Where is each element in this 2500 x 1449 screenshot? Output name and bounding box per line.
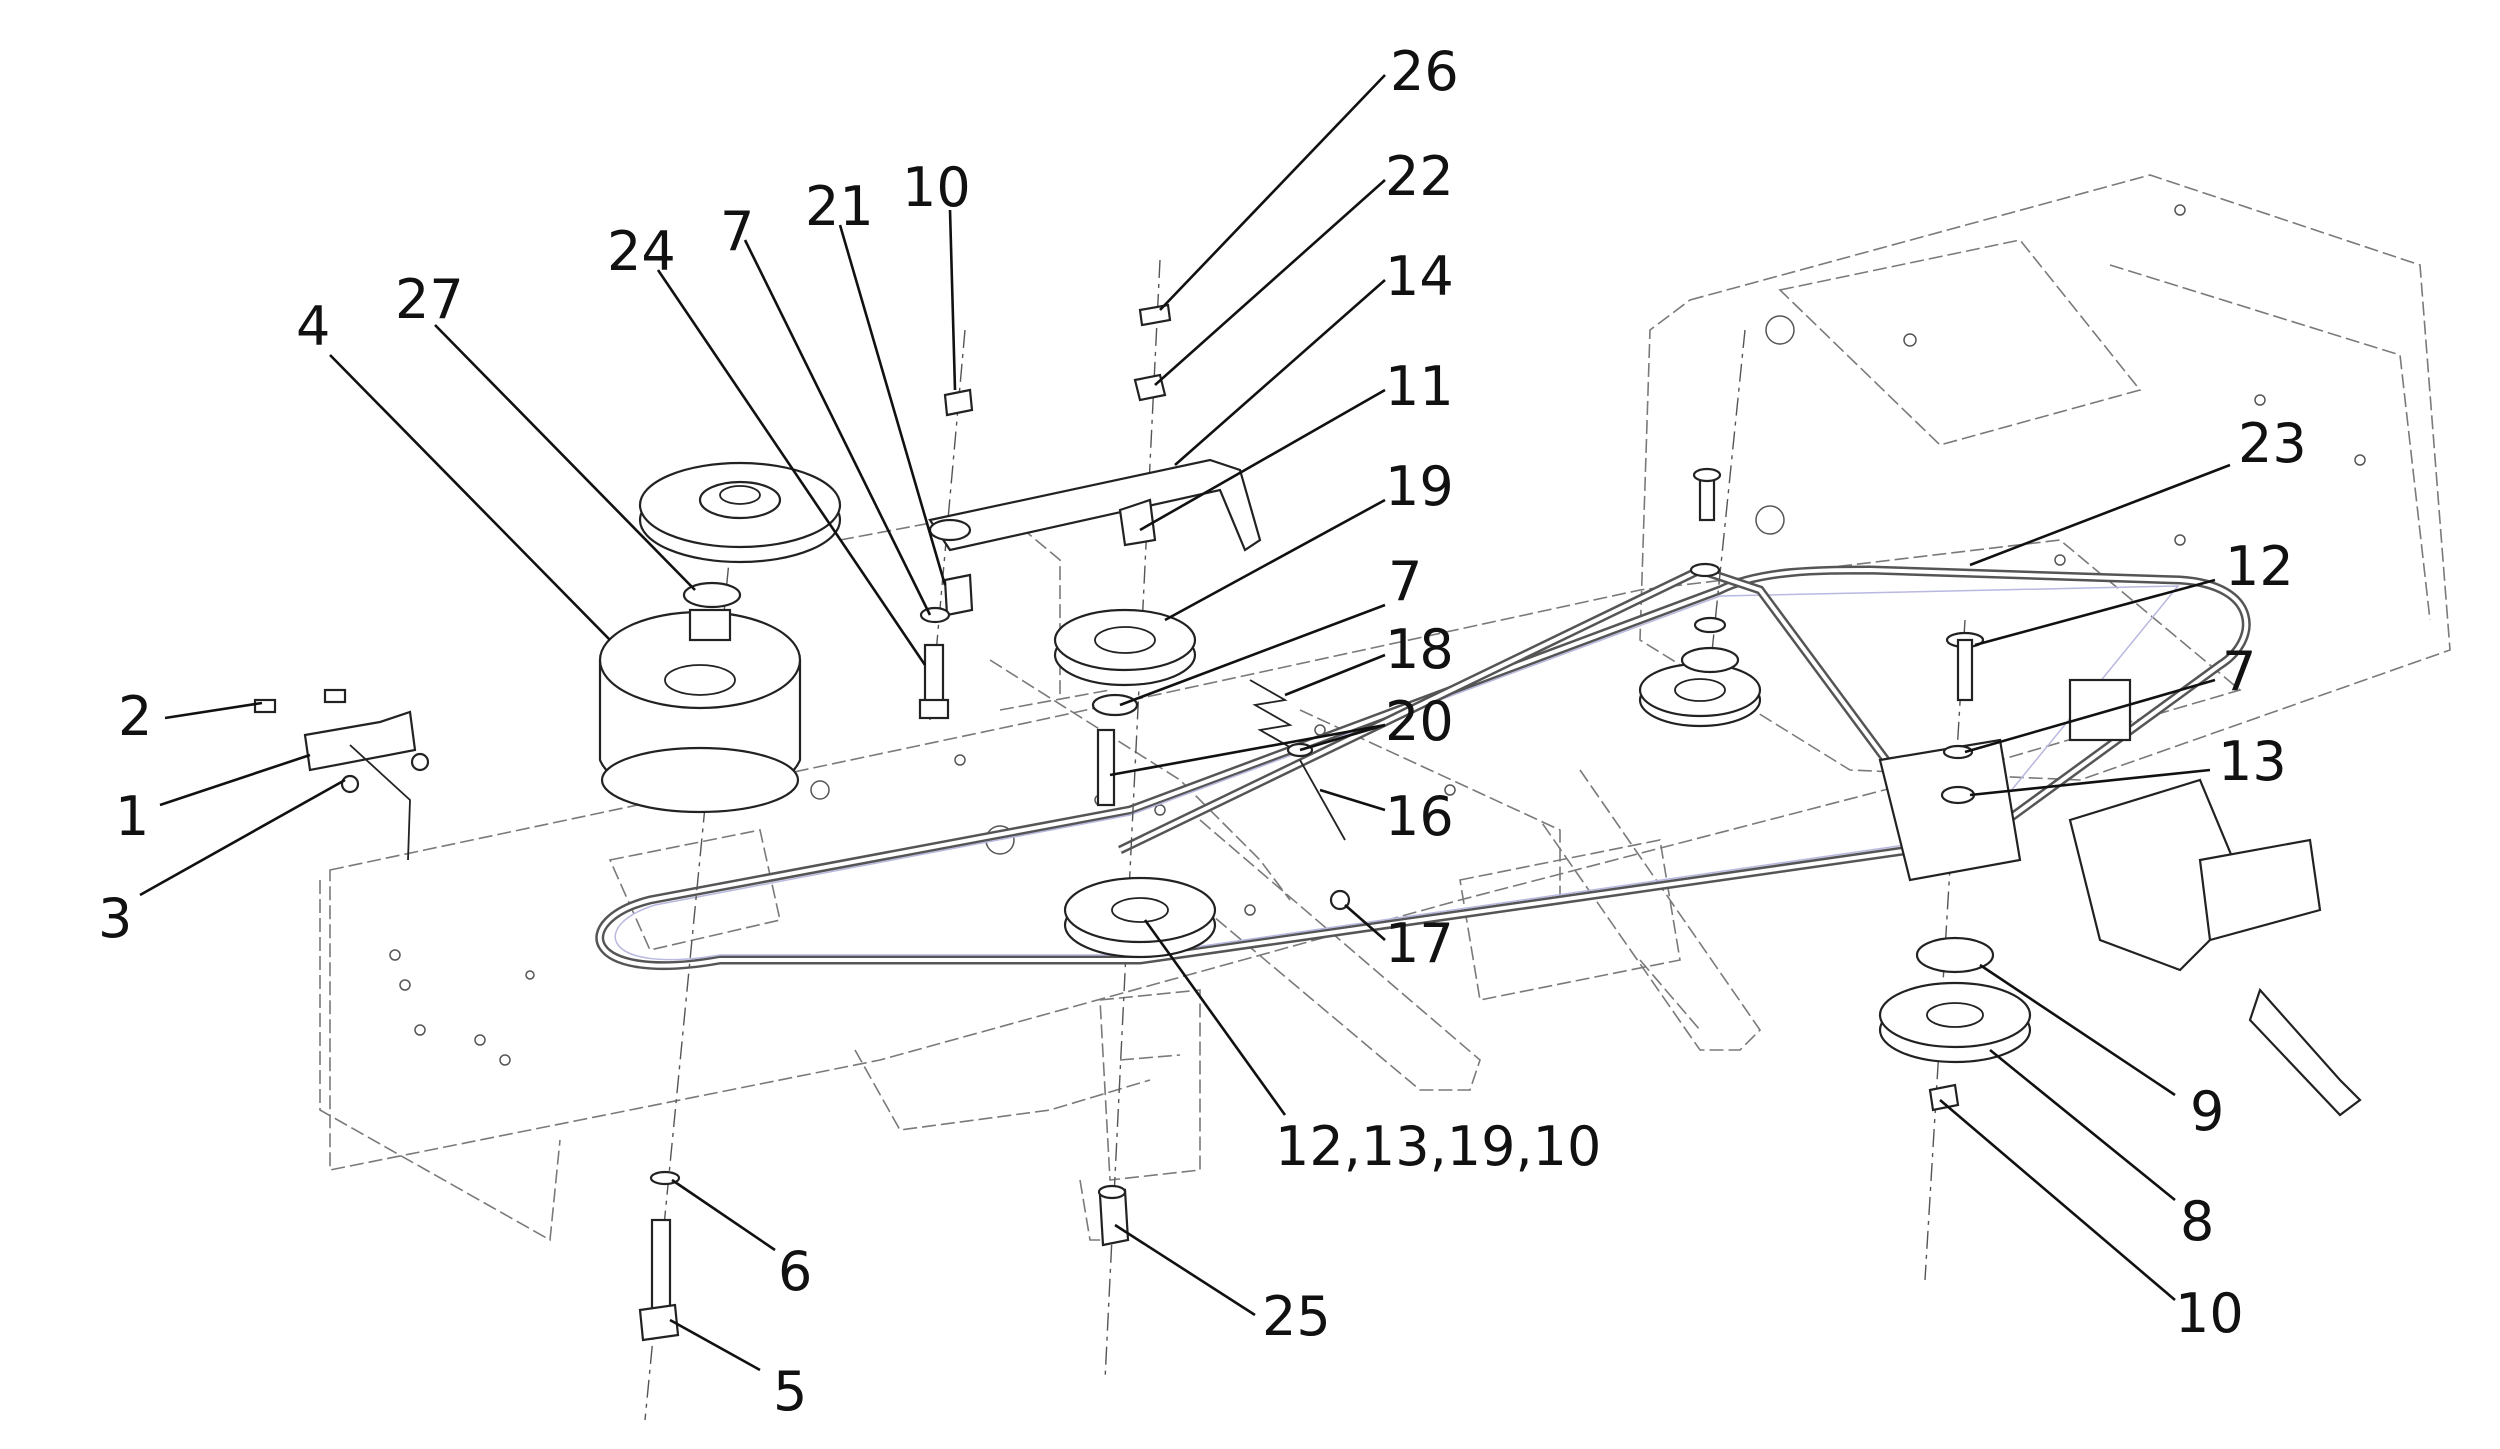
center-lines [644, 259, 1966, 1421]
callout-26: 26 [1390, 40, 1459, 103]
idler-pulley-lower [1063, 876, 1217, 959]
lock-nut [1329, 889, 1351, 911]
callout-20: 20 [1385, 690, 1454, 753]
callout-9: 9 [2190, 1080, 2224, 1143]
callout-21: 21 [805, 175, 874, 238]
callout-11: 11 [1385, 355, 1454, 418]
leader-lines [139, 74, 2231, 1372]
engine-side-idler [1638, 467, 1762, 728]
callout-10-top: 10 [902, 156, 971, 219]
callout-labels: 26 22 14 11 19 7 18 20 16 17 23 12 7 13 … [98, 40, 2307, 1423]
washer-mid [1091, 693, 1139, 717]
callout-12-right: 12 [2225, 535, 2294, 598]
idler-pivot-hardware [918, 388, 974, 720]
right-idler-pulley [1878, 936, 2032, 1112]
callout-25: 25 [1262, 1285, 1331, 1348]
callout-5: 5 [773, 1360, 807, 1423]
idler-arm [928, 458, 1262, 552]
callout-17: 17 [1385, 912, 1454, 975]
callout-16: 16 [1385, 785, 1454, 848]
callout-23: 23 [2238, 412, 2307, 475]
callout-8: 8 [2180, 1190, 2214, 1253]
callout-14: 14 [1385, 245, 1454, 308]
engine-pulley [638, 461, 842, 564]
pto-clutch [598, 608, 802, 814]
callout-24: 24 [607, 220, 676, 283]
transaxle [2068, 678, 2362, 1117]
sleeve-spacer [1097, 1184, 1130, 1247]
top-nut-cap [1133, 303, 1172, 402]
spacer-ring [682, 581, 742, 609]
right-idler-bracket [1878, 738, 2022, 882]
drive-belt [595, 565, 2251, 971]
anti-rotation-bracket [253, 688, 430, 861]
callout-18: 18 [1385, 618, 1454, 681]
idler-pulley-upper [1053, 608, 1197, 687]
callout-27: 27 [395, 268, 464, 331]
tension-spring [1249, 679, 1296, 751]
callout-7-right: 7 [2222, 640, 2256, 703]
callout-6: 6 [778, 1240, 812, 1303]
callout-19: 19 [1385, 455, 1454, 518]
idler-bolt [1096, 728, 1116, 807]
callout-1: 1 [115, 785, 149, 848]
clutch-bolt [638, 1218, 680, 1342]
callout-12-13-19-10: 12,13,19,10 [1275, 1115, 1601, 1178]
callout-7-mid: 7 [1388, 550, 1422, 613]
callout-3: 3 [98, 887, 132, 950]
callout-2: 2 [118, 685, 152, 748]
callout-13: 13 [2218, 730, 2287, 793]
right-bolt [1945, 631, 1985, 702]
chassis-frame [319, 174, 2451, 1242]
callout-22: 22 [1385, 145, 1454, 208]
callout-10-bottom-right: 10 [2175, 1282, 2244, 1345]
callout-7-top: 7 [720, 200, 754, 263]
callout-4: 4 [296, 295, 330, 358]
